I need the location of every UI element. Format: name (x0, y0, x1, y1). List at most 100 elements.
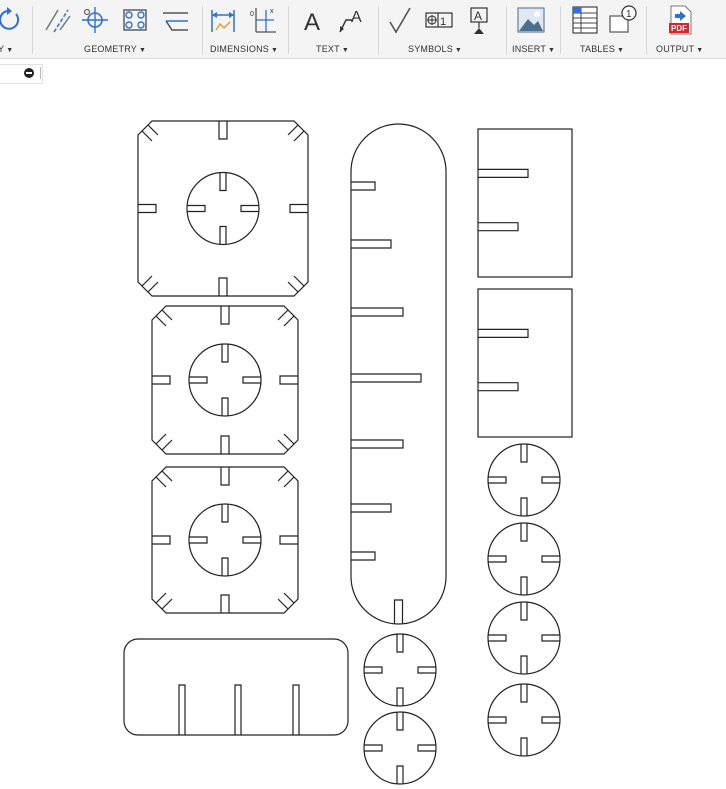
plate-outline (151, 466, 299, 614)
corner-slot (277, 470, 289, 482)
center-mark-pattern-icon[interactable] (120, 4, 150, 36)
disc-slot (541, 716, 560, 724)
disc-slot (240, 204, 259, 213)
corner-slot (277, 598, 289, 610)
text-icon-glyph: A (304, 9, 320, 36)
base-plate[interactable] (123, 638, 349, 736)
edge-slot (218, 277, 228, 296)
base-slot (292, 684, 300, 735)
edge-extension-icon[interactable] (160, 4, 190, 36)
disc-slot (520, 497, 528, 516)
disc-small-1[interactable] (363, 633, 437, 707)
rail-long[interactable] (350, 123, 447, 625)
table-icon[interactable] (570, 4, 600, 36)
disc-slot (221, 504, 229, 523)
comb-slot (478, 168, 529, 179)
ribbon-group-label-tables[interactable]: TABLES▼ (580, 44, 625, 54)
corner-slot (293, 130, 305, 142)
feature-control-frame-icon[interactable]: 1 (424, 4, 454, 36)
disc-outline (363, 711, 437, 785)
disc-slot (520, 737, 528, 756)
corner-slot (287, 281, 299, 293)
disc-slot (396, 634, 404, 653)
plate-outline (137, 120, 309, 297)
edge-slot (220, 594, 230, 613)
disc-right-4[interactable] (487, 683, 561, 757)
corner-slot (277, 309, 289, 321)
pdf-export-icon[interactable]: PDF (666, 4, 696, 36)
ribbon-group-label-insert[interactable]: INSERT▼ (512, 44, 556, 54)
corner-slot (283, 433, 295, 445)
disc-right-2[interactable] (487, 522, 561, 596)
ribbon-group-label-dimensions[interactable]: DIMENSIONS▼ (210, 44, 279, 54)
ribbon-group-label-output[interactable]: OUTPUT▼ (656, 44, 704, 54)
corner-slot (147, 124, 159, 136)
disc-small-2[interactable] (363, 711, 437, 785)
base-outline (123, 638, 349, 736)
disc-slot (488, 476, 507, 484)
disc-slot (541, 555, 560, 563)
balloon-icon[interactable]: 1 (608, 4, 638, 36)
dimension-icon[interactable] (208, 4, 238, 36)
plate-medium-2[interactable] (151, 466, 299, 614)
corner-slot (161, 470, 173, 482)
corner-slot (287, 124, 299, 136)
disc-slot (541, 634, 560, 642)
disc-outline (363, 633, 437, 707)
edge-slot (220, 467, 230, 486)
rail-slot (351, 439, 404, 449)
datum-identifier-letter: A (474, 9, 482, 23)
corner-slot (283, 592, 295, 604)
datum-identifier-icon[interactable]: A (464, 4, 494, 36)
corner-slot (155, 592, 167, 604)
insert-image-icon[interactable] (516, 4, 546, 36)
ribbon-group-label-text[interactable]: TEXT▼ (316, 44, 349, 54)
modify-icon[interactable] (0, 4, 24, 36)
drawing-sheet[interactable] (0, 82, 726, 789)
disc-slot (417, 666, 436, 674)
disc-right-3[interactable] (487, 601, 561, 675)
plate-medium-1[interactable] (151, 305, 299, 455)
disc-slot (242, 376, 261, 384)
centerline-icon[interactable] (42, 4, 72, 36)
minus-circle-icon[interactable] (24, 68, 34, 78)
corner-slot (141, 130, 153, 142)
ribbon-group-symbols: 1 A SYMBOLS▼ (382, 0, 506, 58)
comb-plate-1[interactable] (477, 128, 573, 278)
plate-large[interactable] (137, 120, 309, 297)
ribbon-separator (202, 6, 203, 54)
disc-right-1[interactable] (487, 443, 561, 517)
disc-slot (396, 712, 404, 731)
comb-slot (478, 222, 519, 232)
ribbon-separator (288, 6, 289, 54)
rail-slot (351, 551, 376, 561)
panel-grip[interactable] (40, 67, 41, 79)
disc-slot (520, 523, 528, 542)
disc-slot (364, 744, 383, 752)
plate-outline (151, 305, 299, 455)
disc-slot (221, 557, 229, 576)
ribbon-group-label-symbols[interactable]: SYMBOLS▼ (408, 44, 463, 54)
surface-texture-icon[interactable] (386, 4, 416, 36)
rail-bottom-slot (393, 599, 404, 624)
rail-slot (351, 503, 392, 513)
ribbon-group-modify: Y▼ (0, 0, 28, 58)
rail-slot (351, 181, 376, 191)
corner-slot (141, 275, 153, 287)
text-icon[interactable]: A (298, 4, 328, 36)
disc-slot (520, 655, 528, 674)
ribbon-group-label-modify[interactable]: Y▼ (0, 44, 14, 54)
disc-slot (221, 397, 229, 416)
disc-slot (187, 204, 206, 213)
ribbon-group-label-geometry[interactable]: GEOMETRY▼ (84, 44, 147, 54)
disc-slot (219, 225, 227, 245)
rail-slot (351, 239, 392, 249)
center-mark-icon[interactable] (80, 4, 110, 36)
svg-text:x: x (270, 8, 274, 15)
comb-plate-2[interactable] (477, 288, 573, 438)
disc-slot (488, 716, 507, 724)
balloon-number: 1 (626, 9, 632, 20)
drawing-canvas[interactable] (0, 82, 726, 789)
leader-icon[interactable]: A (336, 4, 366, 36)
